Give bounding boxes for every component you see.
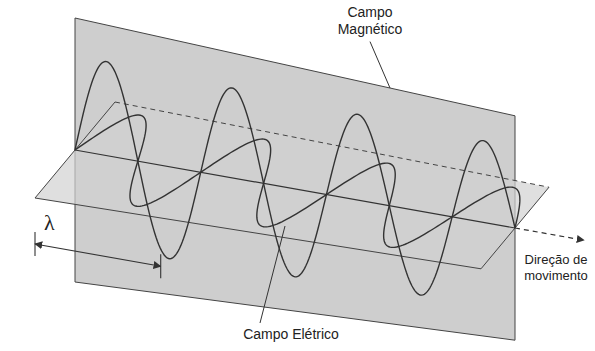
plane-edge	[35, 102, 549, 269]
direction-arrow	[515, 228, 584, 240]
field-label: Campo Elétrico	[226, 326, 356, 343]
field-waves	[75, 62, 520, 296]
magnetic-wave	[75, 62, 515, 296]
leader-line	[260, 226, 285, 323]
field-label: Campo Magnético	[330, 4, 410, 38]
guide-lines	[35, 42, 584, 323]
field-planes	[35, 18, 549, 340]
electric-wave	[75, 115, 520, 247]
wavelength-symbol: λ	[44, 212, 55, 234]
wavelength-tick	[160, 254, 161, 278]
propagation-axis	[75, 150, 515, 228]
electric-plane	[35, 102, 549, 269]
leader-line	[370, 42, 390, 88]
direction-label: Direção de movimento	[520, 252, 592, 283]
wavelength-bracket	[35, 244, 161, 266]
wavelength-tick	[34, 232, 35, 256]
